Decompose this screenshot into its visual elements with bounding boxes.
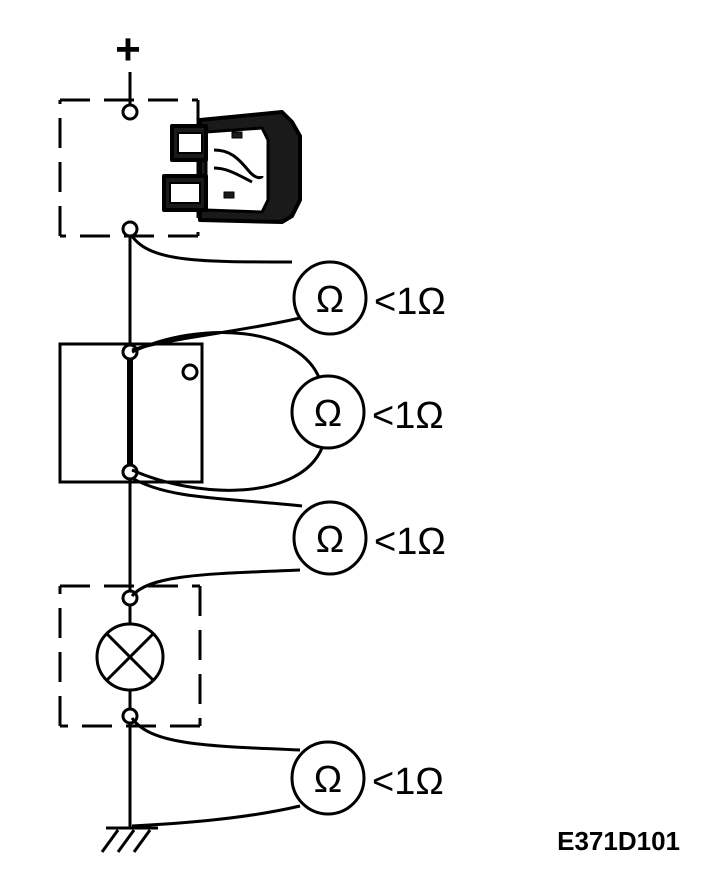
meter-reading: <1Ω — [374, 281, 446, 323]
fuse-bottom-terminal — [121, 220, 139, 238]
positive-symbol: + — [115, 25, 141, 74]
figure-code: E371D101 — [557, 826, 680, 856]
ohmmeter-symbol: Ω — [314, 759, 342, 801]
ohmmeter-icon — [292, 500, 368, 576]
ohmmeter-symbol: Ω — [316, 279, 344, 321]
meter-reading: <1Ω — [372, 761, 444, 803]
ohmmeter-icon — [290, 374, 366, 450]
fuse-top-terminal — [121, 103, 139, 121]
switch-aux-terminal — [181, 363, 199, 381]
ohmmeter-2: Ω <1Ω — [290, 374, 444, 450]
ohmmeter-1: Ω <1Ω — [292, 260, 446, 336]
lamp-box — [58, 584, 202, 728]
meter-reading: <1Ω — [374, 521, 446, 563]
ohmmeter-4: Ω <1Ω — [290, 740, 444, 816]
ohmmeter-3: Ω <1Ω — [292, 500, 446, 576]
lamp-icon — [95, 622, 165, 692]
meter-reading: <1Ω — [372, 395, 444, 437]
ohmmeter-symbol: Ω — [316, 519, 344, 561]
ohmmeter-icon — [290, 740, 366, 816]
ohmmeter-symbol: Ω — [314, 393, 342, 435]
test-leads — [130, 235, 324, 828]
ohmmeter-icon — [292, 260, 368, 336]
fuse-icon — [162, 110, 302, 224]
ground-icon — [100, 826, 158, 853]
